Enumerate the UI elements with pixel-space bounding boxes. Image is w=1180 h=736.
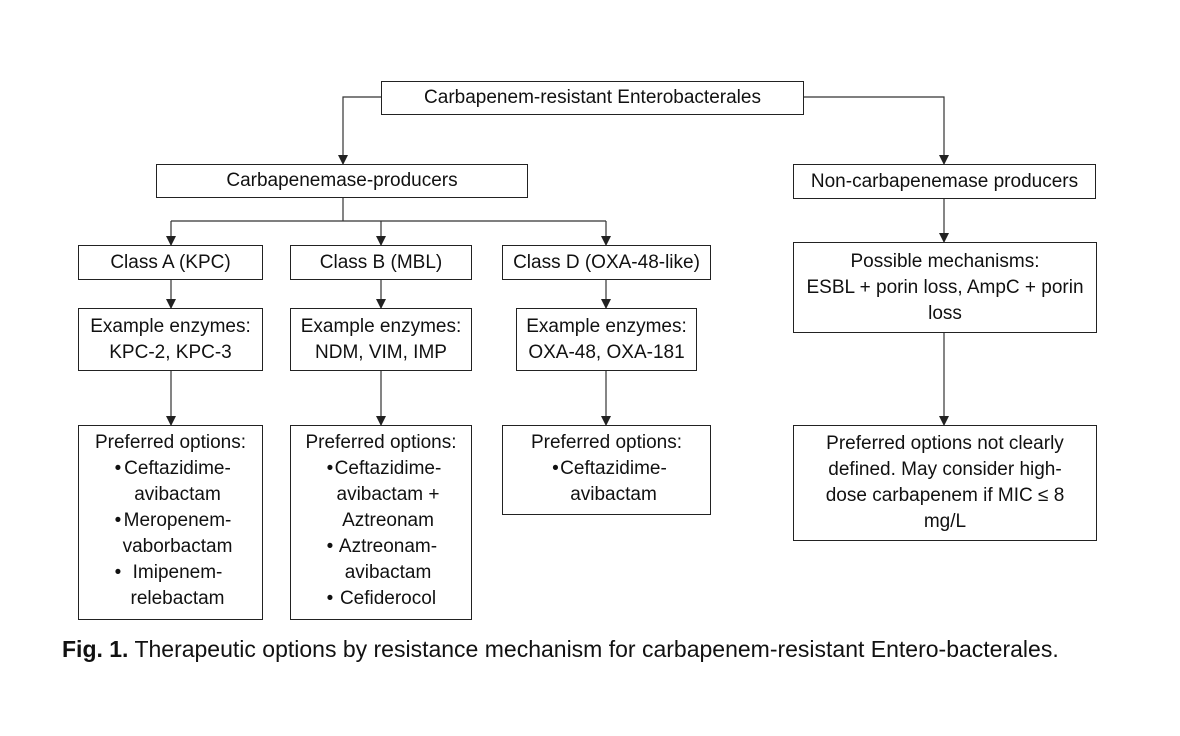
node-enzymes-class-a: Example enzymes: KPC-2, KPC-3 — [78, 308, 263, 371]
options-list: •Ceftazidime- avibactam — [546, 456, 667, 508]
option-text: Ceftazidime- avibactam — [124, 458, 231, 505]
node-class-a: Class A (KPC) — [78, 245, 263, 280]
option-item: •Ceftazidime- avibactam + Aztreonam — [326, 458, 442, 531]
options-title: Preferred options: — [530, 432, 683, 453]
option-text: Aztreonam- avibactam — [338, 536, 438, 583]
node-label: Possible mechanisms: ESBL + porin loss, … — [806, 250, 1084, 324]
option-text: Ceftazidime- avibactam — [560, 458, 667, 505]
node-carbapenem-resistant-enterobacterales: Carbapenem-resistant Enterobacterales — [381, 81, 804, 115]
node-label: Non-carbapenemase producers — [810, 170, 1079, 192]
node-preferred-options-class-a: Preferred options: •Ceftazidime- avibact… — [78, 425, 263, 620]
options-list: •Ceftazidime- avibactam + Aztreonam •Azt… — [321, 456, 442, 612]
node-label: Example enzymes: NDM, VIM, IMP — [300, 315, 462, 363]
node-label: Example enzymes: KPC-2, KPC-3 — [90, 315, 251, 363]
node-class-b: Class B (MBL) — [290, 245, 472, 280]
option-item: •Cefiderocol — [326, 588, 437, 609]
option-text: Ceftazidime- avibactam + Aztreonam — [334, 458, 442, 531]
options-title: Preferred options: — [305, 432, 457, 453]
options-title: Preferred options: — [94, 432, 247, 453]
node-label: Example enzymes: OXA-48, OXA-181 — [526, 315, 687, 363]
options-list: •Ceftazidime- avibactam •Meropenem- vabo… — [109, 456, 233, 612]
node-non-carbapenemase-producers: Non-carbapenemase producers — [793, 164, 1096, 199]
node-label: Class B (MBL) — [319, 251, 443, 273]
node-label: Class D (OXA-48-like) — [513, 251, 700, 273]
node-possible-mechanisms: Possible mechanisms: ESBL + porin loss, … — [793, 242, 1097, 333]
node-preferred-options-non-carbapenemase: Preferred options not clearly defined. M… — [793, 425, 1097, 541]
node-label: Carbapenem-resistant Enterobacterales — [424, 87, 761, 108]
figure-caption: Fig. 1. Therapeutic options by resistanc… — [62, 633, 1114, 665]
caption-text: Therapeutic options by resistance mechan… — [134, 636, 1059, 662]
node-enzymes-class-b: Example enzymes: NDM, VIM, IMP — [290, 308, 472, 371]
arrow-root-to-carbapenemase — [338, 96, 381, 165]
node-label: Preferred options not clearly defined. M… — [825, 433, 1065, 532]
option-item: •Ceftazidime- avibactam — [552, 458, 667, 505]
node-preferred-options-class-d: Preferred options: •Ceftazidime- avibact… — [502, 425, 711, 515]
option-item: •Ceftazidime- avibactam — [114, 458, 231, 505]
arrow-root-to-non-carbapenemase — [803, 96, 949, 165]
node-class-d: Class D (OXA-48-like) — [502, 245, 711, 280]
option-item: •Meropenem- vaborbactam — [114, 510, 233, 557]
node-preferred-options-class-b: Preferred options: •Ceftazidime- avibact… — [290, 425, 472, 620]
node-label: Class A (KPC) — [110, 251, 231, 273]
option-text: Meropenem- vaborbactam — [122, 510, 233, 557]
option-text: Cefiderocol — [339, 588, 437, 609]
node-enzymes-class-d: Example enzymes: OXA-48, OXA-181 — [516, 308, 697, 371]
node-label: Carbapenemase-producers — [226, 170, 458, 191]
option-item: •Imipenem- relebactam — [114, 562, 225, 609]
option-item: •Aztreonam- avibactam — [326, 536, 438, 583]
option-text: Imipenem- relebactam — [130, 562, 225, 609]
caption-label: Fig. 1. — [62, 636, 129, 662]
node-carbapenemase-producers: Carbapenemase-producers — [156, 164, 528, 198]
